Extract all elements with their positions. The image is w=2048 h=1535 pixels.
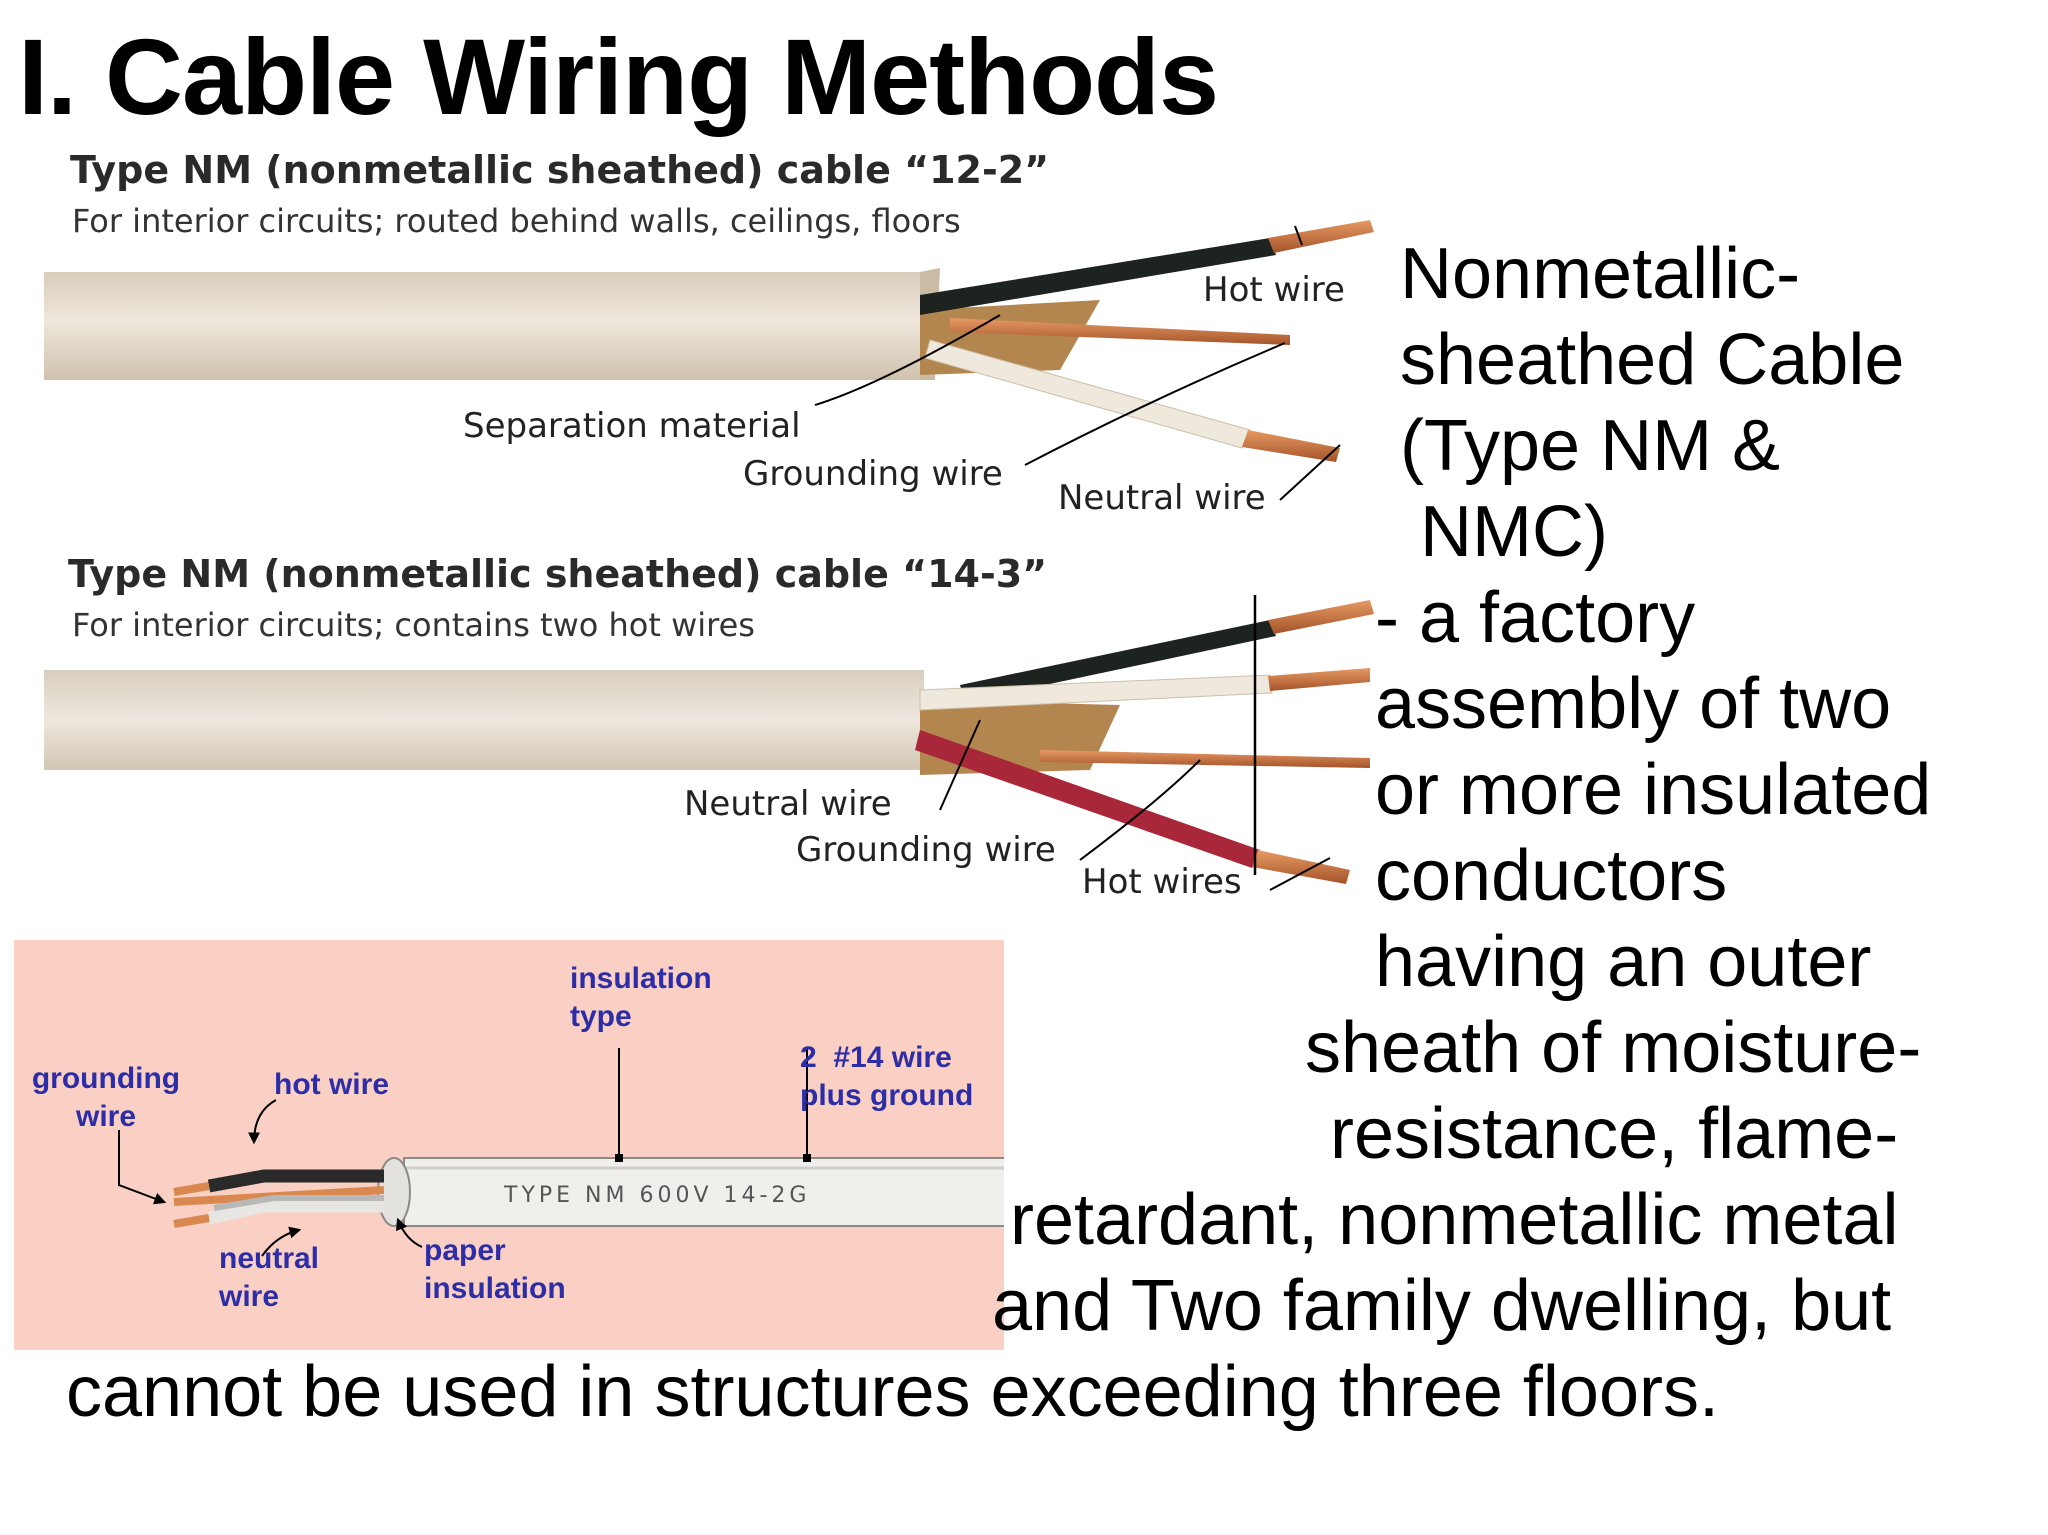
grounding-wire-copper	[1040, 750, 1370, 768]
hot-wire-copper	[1268, 220, 1374, 253]
diagram-hot-wire	[207, 1169, 384, 1193]
hot-wire-black-insulation	[960, 620, 1276, 702]
label-hot-wire-diagram: hot wire	[274, 1068, 390, 1101]
label-hot-wires: Hot wires	[1082, 862, 1242, 902]
label-grounding-wire-2: Grounding wire	[796, 830, 1056, 870]
page-title: I. Cable Wiring Methods	[18, 16, 1219, 137]
grounding-wire-copper	[950, 318, 1290, 345]
cable-sheath	[44, 272, 924, 380]
body-line-14: cannot be used in structures exceeding t…	[66, 1352, 1719, 1432]
neutral-wire-insulation	[919, 674, 1273, 711]
body-line-2: sheathed Cable	[1400, 320, 1905, 400]
body-line-9: having an outer	[1375, 922, 1872, 1002]
hot-wire-red-copper	[1252, 850, 1350, 884]
hot-wire-insulation	[920, 238, 1276, 315]
label-neutral-wire: Neutral wire	[1058, 478, 1266, 518]
cable-diagram: TYPE NM 600V 14-2G	[118, 1048, 1004, 1257]
body-line-6: assembly of two	[1375, 664, 1892, 744]
label-separation-material: Separation material	[463, 406, 801, 446]
hot-wire-red-insulation	[915, 730, 1260, 868]
label-grounding-wire: Grounding wire	[743, 454, 1003, 494]
body-line-11: resistance, flame-	[1330, 1094, 1899, 1174]
body-line-4: NMC)	[1400, 492, 1608, 572]
neutral-wire-copper	[1268, 668, 1370, 691]
body-line-10: sheath of moisture-	[1305, 1008, 1922, 1088]
label-hot-wire: Hot wire	[1203, 270, 1345, 310]
body-line-5: - a factory	[1375, 578, 1696, 658]
neutral-wire-copper	[1242, 430, 1340, 462]
body-line-8: conductors	[1375, 836, 1728, 916]
cable-14-3-illustration	[44, 595, 1374, 891]
neutral-wire-insulation	[924, 339, 1251, 449]
diagram-neutral-wire	[207, 1199, 384, 1225]
body-line-1: Nonmetallic-	[1400, 234, 1801, 314]
cable-12-2-illustration	[44, 220, 1374, 501]
separation-paper	[920, 700, 1120, 775]
cable-sheath	[44, 670, 924, 770]
cable-12-2-subcaption: For interior circuits; routed behind wal…	[72, 202, 961, 240]
cable-12-2-caption: Type NM (nonmetallic sheathed) cable “12…	[70, 148, 1050, 192]
body-line-3: (Type NM &	[1400, 406, 1781, 486]
body-line-12: retardant, nonmetallic metal	[1010, 1180, 1899, 1260]
body-line-13: and Two family dwelling, but	[992, 1266, 1892, 1346]
cable-14-3-subcaption: For interior circuits; contains two hot …	[72, 606, 755, 644]
cable-14-3-caption: Type NM (nonmetallic sheathed) cable “14…	[68, 552, 1048, 596]
hot-wire-black-copper	[1268, 600, 1374, 634]
body-line-7: or more insulated	[1375, 750, 1932, 830]
label-neutral-wire-2: Neutral wire	[684, 784, 892, 824]
diagram-cable-print: TYPE NM 600V 14-2G	[503, 1183, 810, 1208]
